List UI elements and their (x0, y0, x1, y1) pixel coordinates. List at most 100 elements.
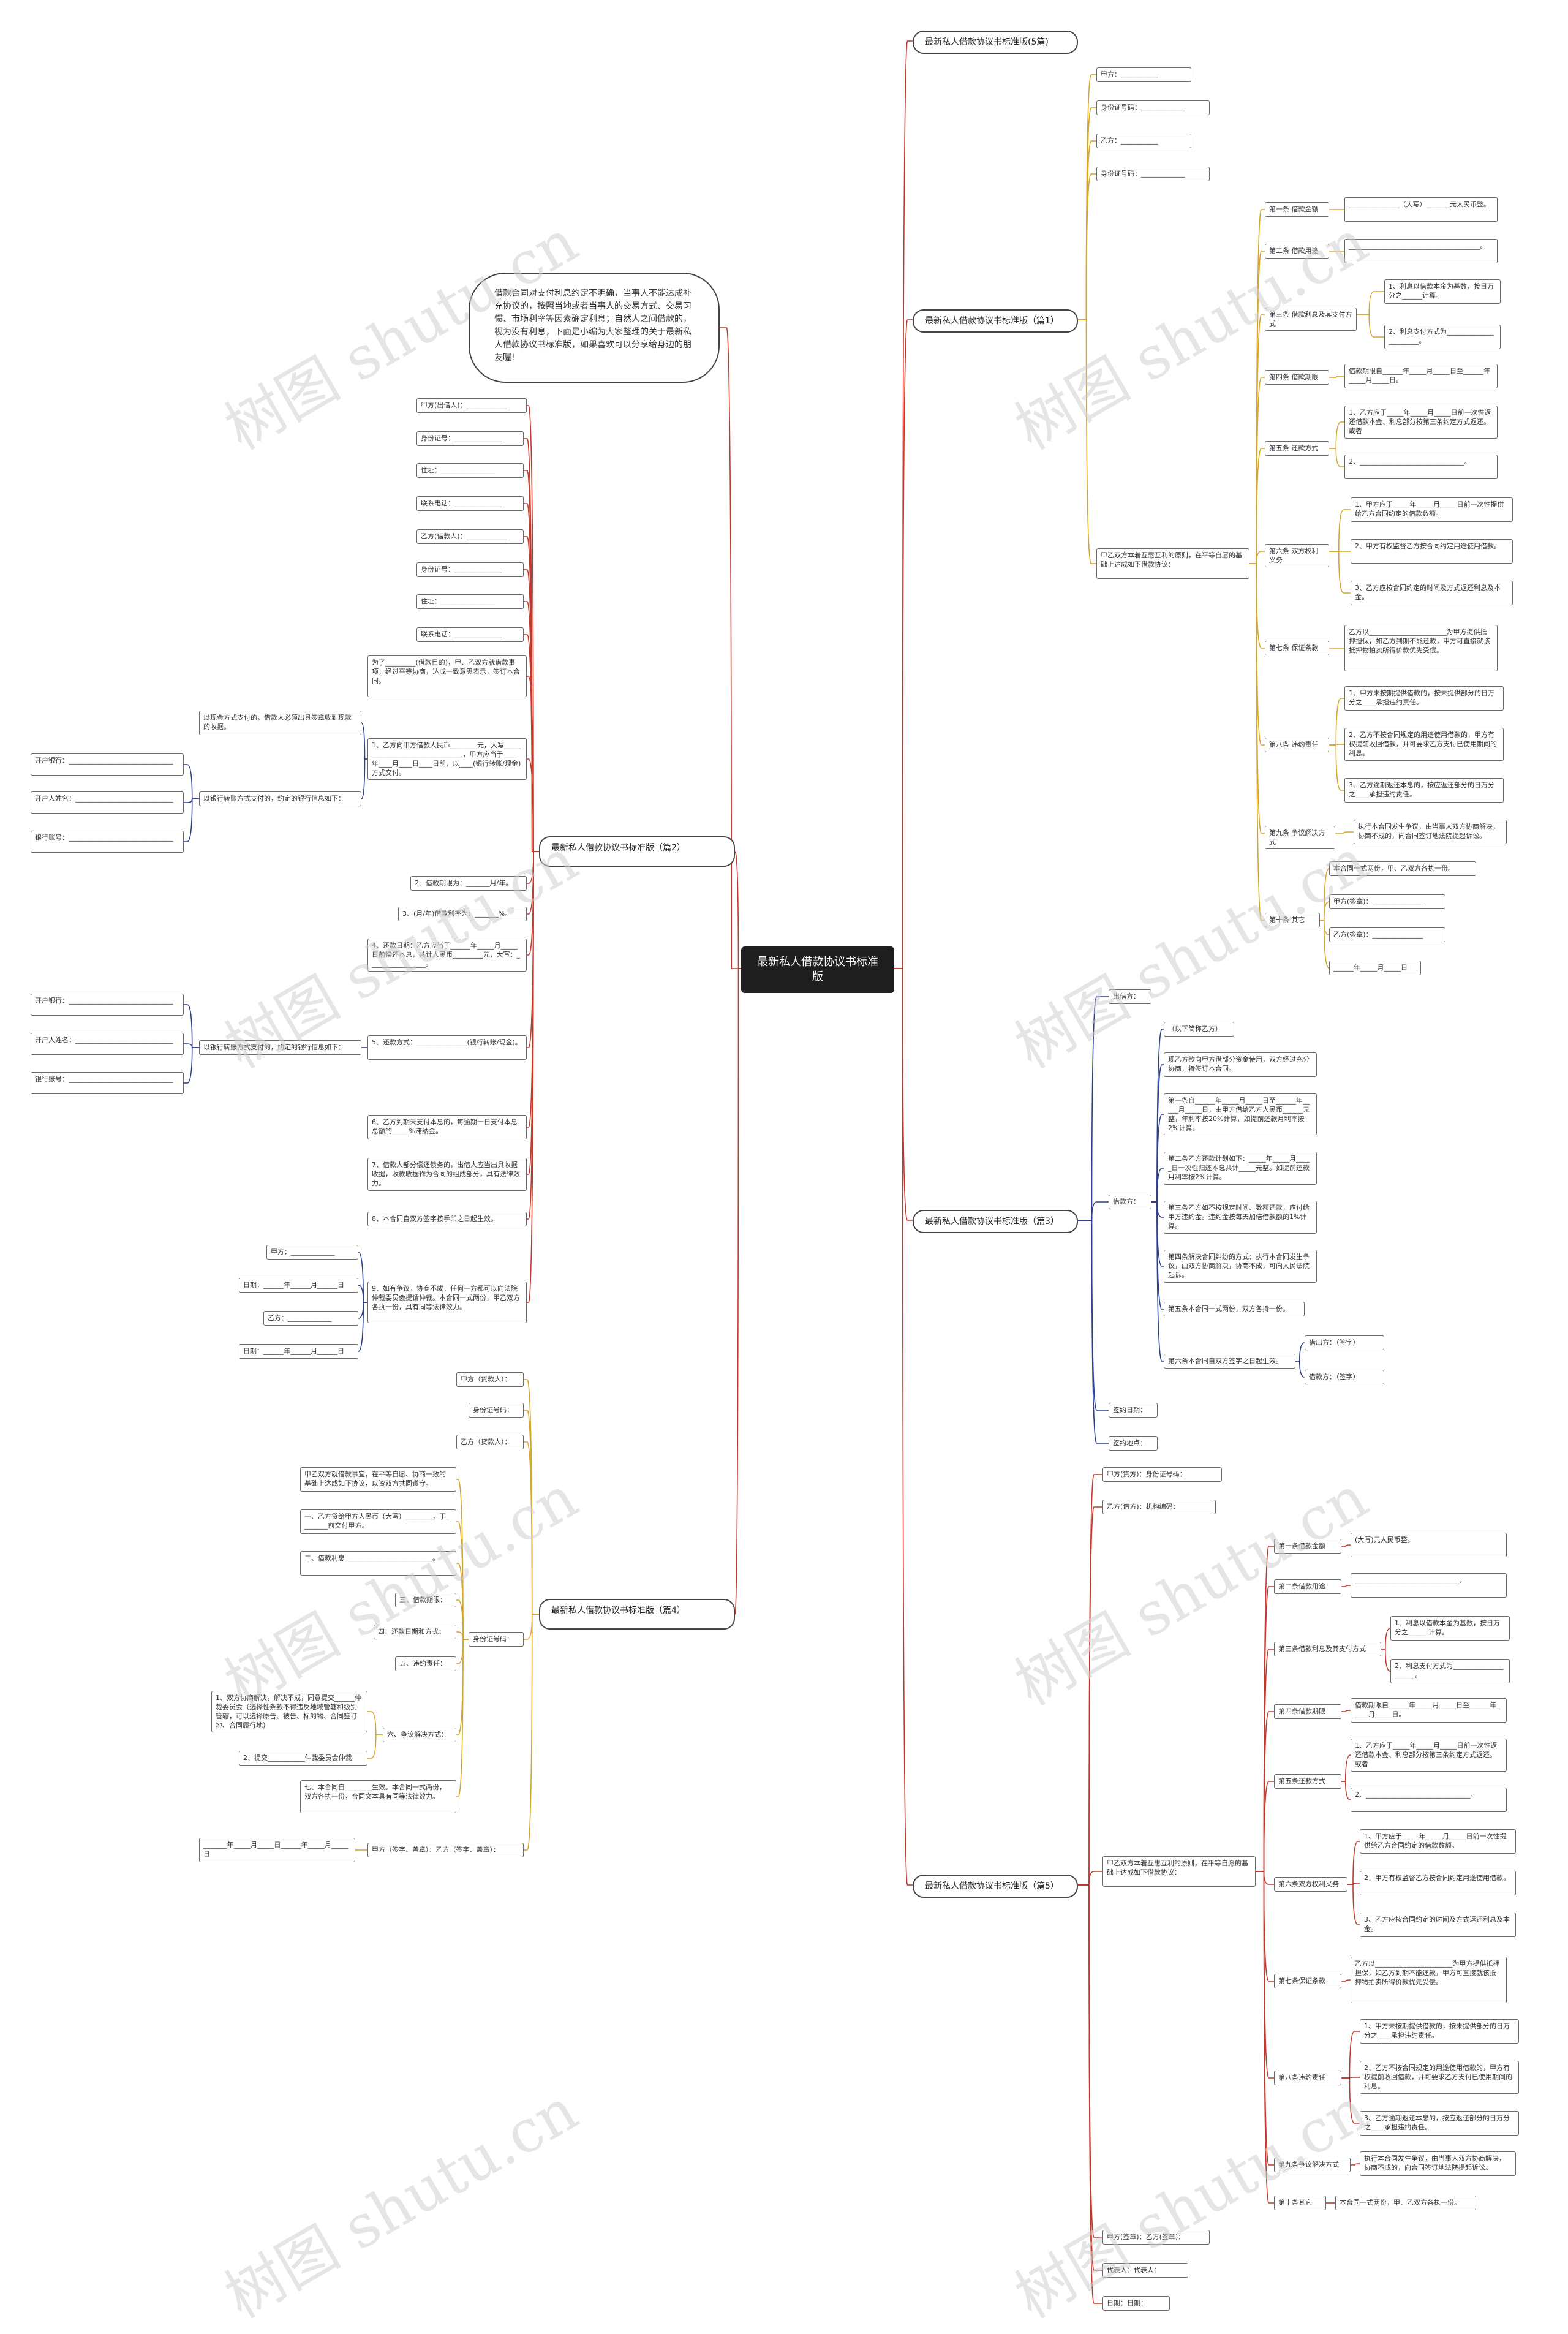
topic-node[interactable]: 签约日期： (1109, 1403, 1158, 1418)
topic-node[interactable]: 身份证号码： (469, 1403, 524, 1418)
topic-node[interactable]: 借款期限自______年_____月_____日至______年_____月__… (1344, 364, 1498, 388)
topic-node[interactable]: 第四条借款期限 (1274, 1704, 1341, 1719)
topic-node[interactable]: 日期：日期： (1102, 2296, 1170, 2311)
topic-node[interactable]: 甲乙双方就借款事宜，在平等自愿、协商一致的基础上达成如下协议，以资双方共同遵守。 (300, 1467, 456, 1492)
topic-node[interactable]: 为了_________(借款目的)，甲、乙双方就借款事项，经过平等协商，达成一致… (368, 655, 527, 697)
topic-node[interactable]: 联系电话：______________ (417, 496, 524, 511)
topic-node[interactable]: 1、乙方向甲方借款人民币________元，大写________________… (368, 738, 527, 780)
topic-node[interactable]: 身份证号：______________ (417, 431, 524, 446)
topic-node[interactable]: 以银行转账方式支付的，约定的银行信息如下： (199, 791, 361, 806)
topic-node[interactable]: 1、甲方应于_____年_____月_____日前一次性提供给乙方合同约定的借款… (1351, 497, 1513, 522)
topic-node[interactable]: 第八条 违约责任 (1265, 738, 1329, 752)
topic-node[interactable]: 身份证号码：_____________ (1096, 100, 1210, 115)
topic-node[interactable]: 7、借款人部分偿还债务的，出借人应当出具收据收据，收款收据作为合同的组成部分，具… (368, 1158, 527, 1191)
topic-node[interactable]: 甲方：_____________ (266, 1245, 358, 1260)
topic-node[interactable]: 8、本合同自双方签字按手印之日起生效。 (368, 1212, 527, 1226)
topic-node[interactable]: 身份证号码：_____________ (1096, 167, 1210, 181)
topic-node[interactable]: 日期：______年______月______日 (239, 1278, 358, 1293)
topic-node[interactable]: 1、甲方未按期提供借款的，按未提供部分的日万分之____承担违约责任。 (1344, 686, 1504, 711)
topic-node[interactable]: 1、甲方未按期提供借款的，按未提供部分的日万分之____承担违约责任。 (1360, 2019, 1519, 2044)
topic-node[interactable]: 第五条还款方式 (1274, 1774, 1341, 1789)
topic-node[interactable]: 第九条争议解决方式 (1274, 2158, 1351, 2172)
topic-node[interactable]: 1、利息以借款本金为基数，按日万分之______计算。 (1390, 1616, 1510, 1641)
topic-node[interactable]: 1、双方协商解决，解决不成，同意提交______仲裁委员会（选择性条款不得违反地… (211, 1691, 368, 1732)
topic-node[interactable]: 4、还款日期：乙方应当于______年_____月_____日前偿还本息，共计人… (368, 939, 527, 972)
topic-node[interactable]: 2、_______________________________。 (1344, 455, 1498, 479)
topic-node[interactable]: 第十条其它 (1274, 2196, 1326, 2210)
topic-node[interactable]: 甲方(签章)：_______________ (1329, 894, 1446, 909)
topic-node[interactable]: 甲乙双方本着互惠互利的原则，在平等自愿的基础上达成如下借款协议： (1096, 548, 1250, 579)
topic-node[interactable]: 第四条 借款期限 (1265, 370, 1329, 385)
topic-node[interactable]: 住址：________________ (417, 463, 524, 478)
topic-node[interactable]: 第五条本合同一式两份，双方各持一份。 (1164, 1302, 1305, 1316)
topic-node[interactable]: 第一条借款金额 (1274, 1539, 1341, 1554)
topic-node[interactable]: 第十条 其它 (1265, 913, 1320, 927)
topic-node[interactable]: （以下简称乙方） (1164, 1022, 1234, 1037)
topic-node[interactable]: 1、乙方应于_____年_____月_____日前一次性返还借款本金、利息部分按… (1344, 406, 1498, 439)
topic-node[interactable]: 借款期限自______年_____月_____日至______年_____月__… (1351, 1698, 1507, 1723)
topic-node[interactable]: 现乙方欲向甲方借部分资金使用，双方经过充分协商，特签订本合同。 (1164, 1052, 1317, 1077)
topic-node[interactable]: 甲方(出借人)：____________ (417, 398, 527, 413)
topic-node[interactable]: 日期：______年______月______日 (239, 1344, 358, 1359)
topic-node[interactable]: 第五条 还款方式 (1265, 441, 1329, 456)
topic-node[interactable]: 乙方：___________ (1096, 134, 1191, 148)
topic-node[interactable]: 五、违约责任： (395, 1656, 456, 1671)
topic-node[interactable]: 第三条 借款利息及其支付方式 (1265, 308, 1357, 331)
topic-node[interactable]: 乙方以_______________________为甲方提供抵押担保，如乙方到… (1351, 1957, 1507, 2003)
topic-node[interactable]: 第七条保证条款 (1274, 1974, 1341, 1988)
topic-node[interactable]: 第四条解决合同纠纷的方式：执行本合同发生争议，由双方协商解决，协商不成，可向人民… (1164, 1250, 1317, 1283)
topic-node[interactable]: 第七条 保证条款 (1265, 641, 1329, 655)
topic-node[interactable]: 3、(月/年)借款利率为：_______%。 (398, 907, 527, 921)
topic-node[interactable]: 1、乙方应于_____年_____月_____日前一次性返还借款本金、利息部分按… (1351, 1739, 1507, 1772)
topic-node[interactable]: 2、借款期限为：_______月/年。 (410, 876, 527, 891)
branch-topic[interactable]: 最新私人借款协议书标准版（篇1） (913, 309, 1078, 333)
topic-node[interactable]: 以银行转账方式支付的，约定的银行信息如下： (199, 1040, 361, 1055)
branch-topic[interactable]: 最新私人借款协议书标准版（篇3） (913, 1210, 1078, 1233)
topic-node[interactable]: 3、乙方应按合同约定的时间及方式返还利息及本金。 (1351, 581, 1513, 605)
topic-node[interactable]: 9、如有争议，协商不成，任何一方都可以向法院仲裁委员会提请仲裁。本合同一式两份，… (368, 1282, 527, 1323)
topic-node[interactable]: 3、乙方逾期返还本息的，按应返还部分的日万分之____承担违约责任。 (1344, 778, 1504, 803)
root-topic[interactable]: 最新私人借款协议书标准版 (741, 946, 894, 993)
topic-node[interactable]: 2、乙方不按合同规定的用途使用借款的，甲方有权提前收回借款，并可要求乙方支付已使… (1344, 728, 1504, 761)
topic-node[interactable]: 甲乙双方本着互惠互利的原则，在平等自愿的基础上达成如下借款协议： (1102, 1856, 1256, 1887)
topic-node[interactable]: 签约地点： (1109, 1436, 1158, 1451)
topic-node[interactable]: 乙方(借款人)：____________ (417, 529, 524, 544)
topic-node[interactable]: 甲方(贷方)：身份证号码： (1102, 1467, 1222, 1482)
topic-node[interactable]: _______________________________。 (1351, 1573, 1507, 1598)
topic-node[interactable]: 第一条 借款金额 (1265, 202, 1329, 217)
topic-node[interactable]: 银行账号：_______________________________ (31, 1072, 184, 1094)
topic-node[interactable]: 第八条违约责任 (1274, 2071, 1341, 2085)
topic-node[interactable]: 乙方(签章)：_______________ (1329, 927, 1446, 942)
topic-node[interactable]: 三、借款期限： (395, 1593, 456, 1607)
topic-node[interactable]: 开户人姓名：_____________________________ (31, 1033, 184, 1055)
topic-node[interactable]: 1、利息以借款本金为基数，按日万分之______计算。 (1384, 279, 1501, 304)
topic-node[interactable]: 开户银行：_______________________________ (31, 994, 184, 1016)
intro-bubble[interactable]: 借款合同对支付利息约定不明确，当事人不能达成补充协议的，按照当地或者当事人的交易… (469, 273, 720, 383)
topic-node[interactable]: _______________________________________。 (1344, 239, 1498, 263)
topic-node[interactable]: 3、乙方应按合同约定的时间及方式返还利息及本金。 (1360, 1913, 1516, 1937)
topic-node[interactable]: 2、提交___________仲裁委员会仲裁 (239, 1751, 368, 1766)
topic-node[interactable]: 本合同一式两份，甲、乙双方各执一份。 (1335, 2196, 1476, 2210)
topic-node[interactable]: 开户人姓名：_____________________________ (31, 791, 184, 814)
topic-node[interactable]: 身份证号码： (469, 1632, 524, 1647)
topic-node[interactable]: _______________（大写）_______元人民币整。 (1344, 197, 1498, 222)
topic-node[interactable]: 乙方：_____________ (263, 1311, 358, 1326)
topic-node[interactable]: 四、还款日期和方式： (374, 1625, 456, 1639)
topic-node[interactable]: 以现金方式支付的，借款人必须出具签章收到现款的收据。 (199, 711, 361, 735)
topic-node[interactable]: 借出方：（签字） (1305, 1335, 1384, 1350)
topic-node[interactable]: (大写)元人民币整。 (1351, 1533, 1507, 1557)
topic-node[interactable]: 第三条乙方如不按规定时间、数额还款，应付给甲方违约金。违约金按每天加倍借款额的1… (1164, 1201, 1317, 1234)
topic-node[interactable]: 一、乙方贷给甲方人民币（大写）________，于________前交付甲方。 (300, 1509, 456, 1534)
topic-node[interactable]: _______年_____月_____日______年_____月_____日 (199, 1838, 355, 1862)
topic-node[interactable]: 七、本合同自________生效。本合同一式两份，双方各执一份，合同文本具有同等… (300, 1780, 456, 1813)
topic-node[interactable]: 第六条本合同自双方签字之日起生效。 (1164, 1354, 1295, 1369)
topic-node[interactable]: 执行本合同发生争议，由当事人双方协商解决，协商不成的，向合同签订地法院提起诉讼。 (1360, 2151, 1516, 2176)
topic-node[interactable]: 2、乙方不按合同规定的用途使用借款的，甲方有权提前收回借款，并可要求乙方支付已使… (1360, 2061, 1519, 2094)
topic-node[interactable]: 乙方(借方)：机构编码： (1102, 1500, 1216, 1514)
topic-node[interactable]: 乙方以_______________________为甲方提供抵押担保，如乙方到… (1344, 625, 1498, 671)
topic-node[interactable]: 第六条双方权利义务 (1274, 1877, 1348, 1892)
topic-node[interactable]: 借款方：（签字） (1305, 1370, 1384, 1384)
topic-node[interactable]: 5、还款方式：_______________(银行转账/现金)。 (368, 1035, 527, 1060)
branch-topic[interactable]: 最新私人借款协议书标准版（篇2） (539, 836, 735, 867)
topic-node[interactable]: 身份证号：______________ (417, 562, 524, 577)
